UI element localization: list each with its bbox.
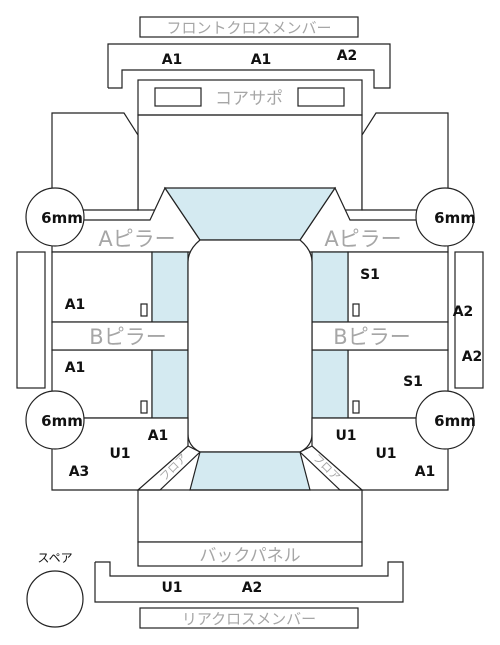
roof[interactable]: [187, 239, 313, 453]
rear-left-tire-size: 6mm: [41, 412, 83, 430]
left-rear-window[interactable]: [151, 349, 189, 419]
right-rear-quarter-code-u1-1: U1: [335, 428, 356, 444]
right-front-window[interactable]: [311, 251, 349, 323]
rear-left-tire[interactable]: 6mm: [25, 390, 85, 450]
left-rear-door-handle: [140, 400, 148, 414]
left-side-step[interactable]: [16, 251, 46, 389]
right-a-pillar-label: Aピラー: [324, 227, 401, 251]
left-rear-quarter-code-a3: A3: [69, 464, 90, 480]
rear-right-tire-size: 6mm: [434, 412, 476, 430]
back-panel-label: バックパネル: [199, 546, 300, 566]
core-support-right-slot: [297, 87, 345, 107]
front-cross-member-shape[interactable]: [107, 43, 391, 89]
core-support-left-slot: [154, 87, 202, 107]
left-rear-door-code: A1: [65, 360, 86, 376]
trunk-lid[interactable]: [137, 489, 363, 543]
left-b-pillar[interactable]: [51, 321, 189, 351]
front-code-2: A1: [251, 52, 272, 68]
right-rear-quarter-code-u1-2: U1: [375, 446, 396, 462]
right-side-step-code-a2-2: A2: [462, 349, 483, 365]
core-support-label: コアサポ: [215, 89, 283, 109]
left-b-pillar-label: Bピラー: [89, 325, 166, 349]
front-code-3: A2: [337, 48, 358, 64]
right-b-pillar[interactable]: [311, 321, 449, 351]
rear-cross-member-box[interactable]: [139, 607, 359, 629]
back-panel-box[interactable]: [137, 541, 363, 567]
front-left-tire-size: 6mm: [41, 209, 83, 227]
rear-cross-member-shape[interactable]: [94, 561, 404, 603]
right-front-door[interactable]: [347, 251, 449, 323]
front-cross-member-label: フロントクロスメンバー: [166, 19, 331, 37]
right-front-door-code-s1: S1: [360, 267, 380, 283]
left-front-door-handle: [140, 303, 148, 317]
right-rear-door-handle: [352, 400, 360, 414]
left-front-door[interactable]: [51, 251, 153, 323]
right-side-step-code-a2-1: A2: [453, 304, 474, 320]
right-rear-window[interactable]: [311, 349, 349, 419]
right-front-door-handle: [352, 303, 360, 317]
left-a-pillar-label: Aピラー: [98, 227, 175, 251]
rear-window[interactable]: [189, 451, 311, 491]
right-rear-door-code-s1: S1: [403, 374, 423, 390]
front-cross-member-box[interactable]: [139, 16, 359, 38]
right-rear-quarter-code-a1: A1: [415, 464, 436, 480]
right-side-step[interactable]: [454, 251, 484, 389]
rear-cross-member-label: リアクロスメンバー: [182, 610, 316, 628]
front-right-tire-size: 6mm: [434, 209, 476, 227]
left-rear-quarter-code-a1: A1: [148, 428, 169, 444]
right-b-pillar-label: Bピラー: [333, 325, 410, 349]
spare-tire[interactable]: [26, 570, 84, 628]
front-left-tire[interactable]: 6mm: [25, 187, 85, 247]
spare-label: スペア: [37, 551, 72, 565]
rear-right-tire[interactable]: 6mm: [415, 390, 476, 450]
left-front-door-code: A1: [65, 297, 86, 313]
rear-code-2: A2: [242, 580, 263, 596]
front-code-1: A1: [162, 52, 183, 68]
left-front-window[interactable]: [151, 251, 189, 323]
left-rear-quarter-code-u1: U1: [109, 446, 130, 462]
front-right-tire[interactable]: 6mm: [415, 187, 476, 247]
rear-code-1: U1: [161, 580, 182, 596]
